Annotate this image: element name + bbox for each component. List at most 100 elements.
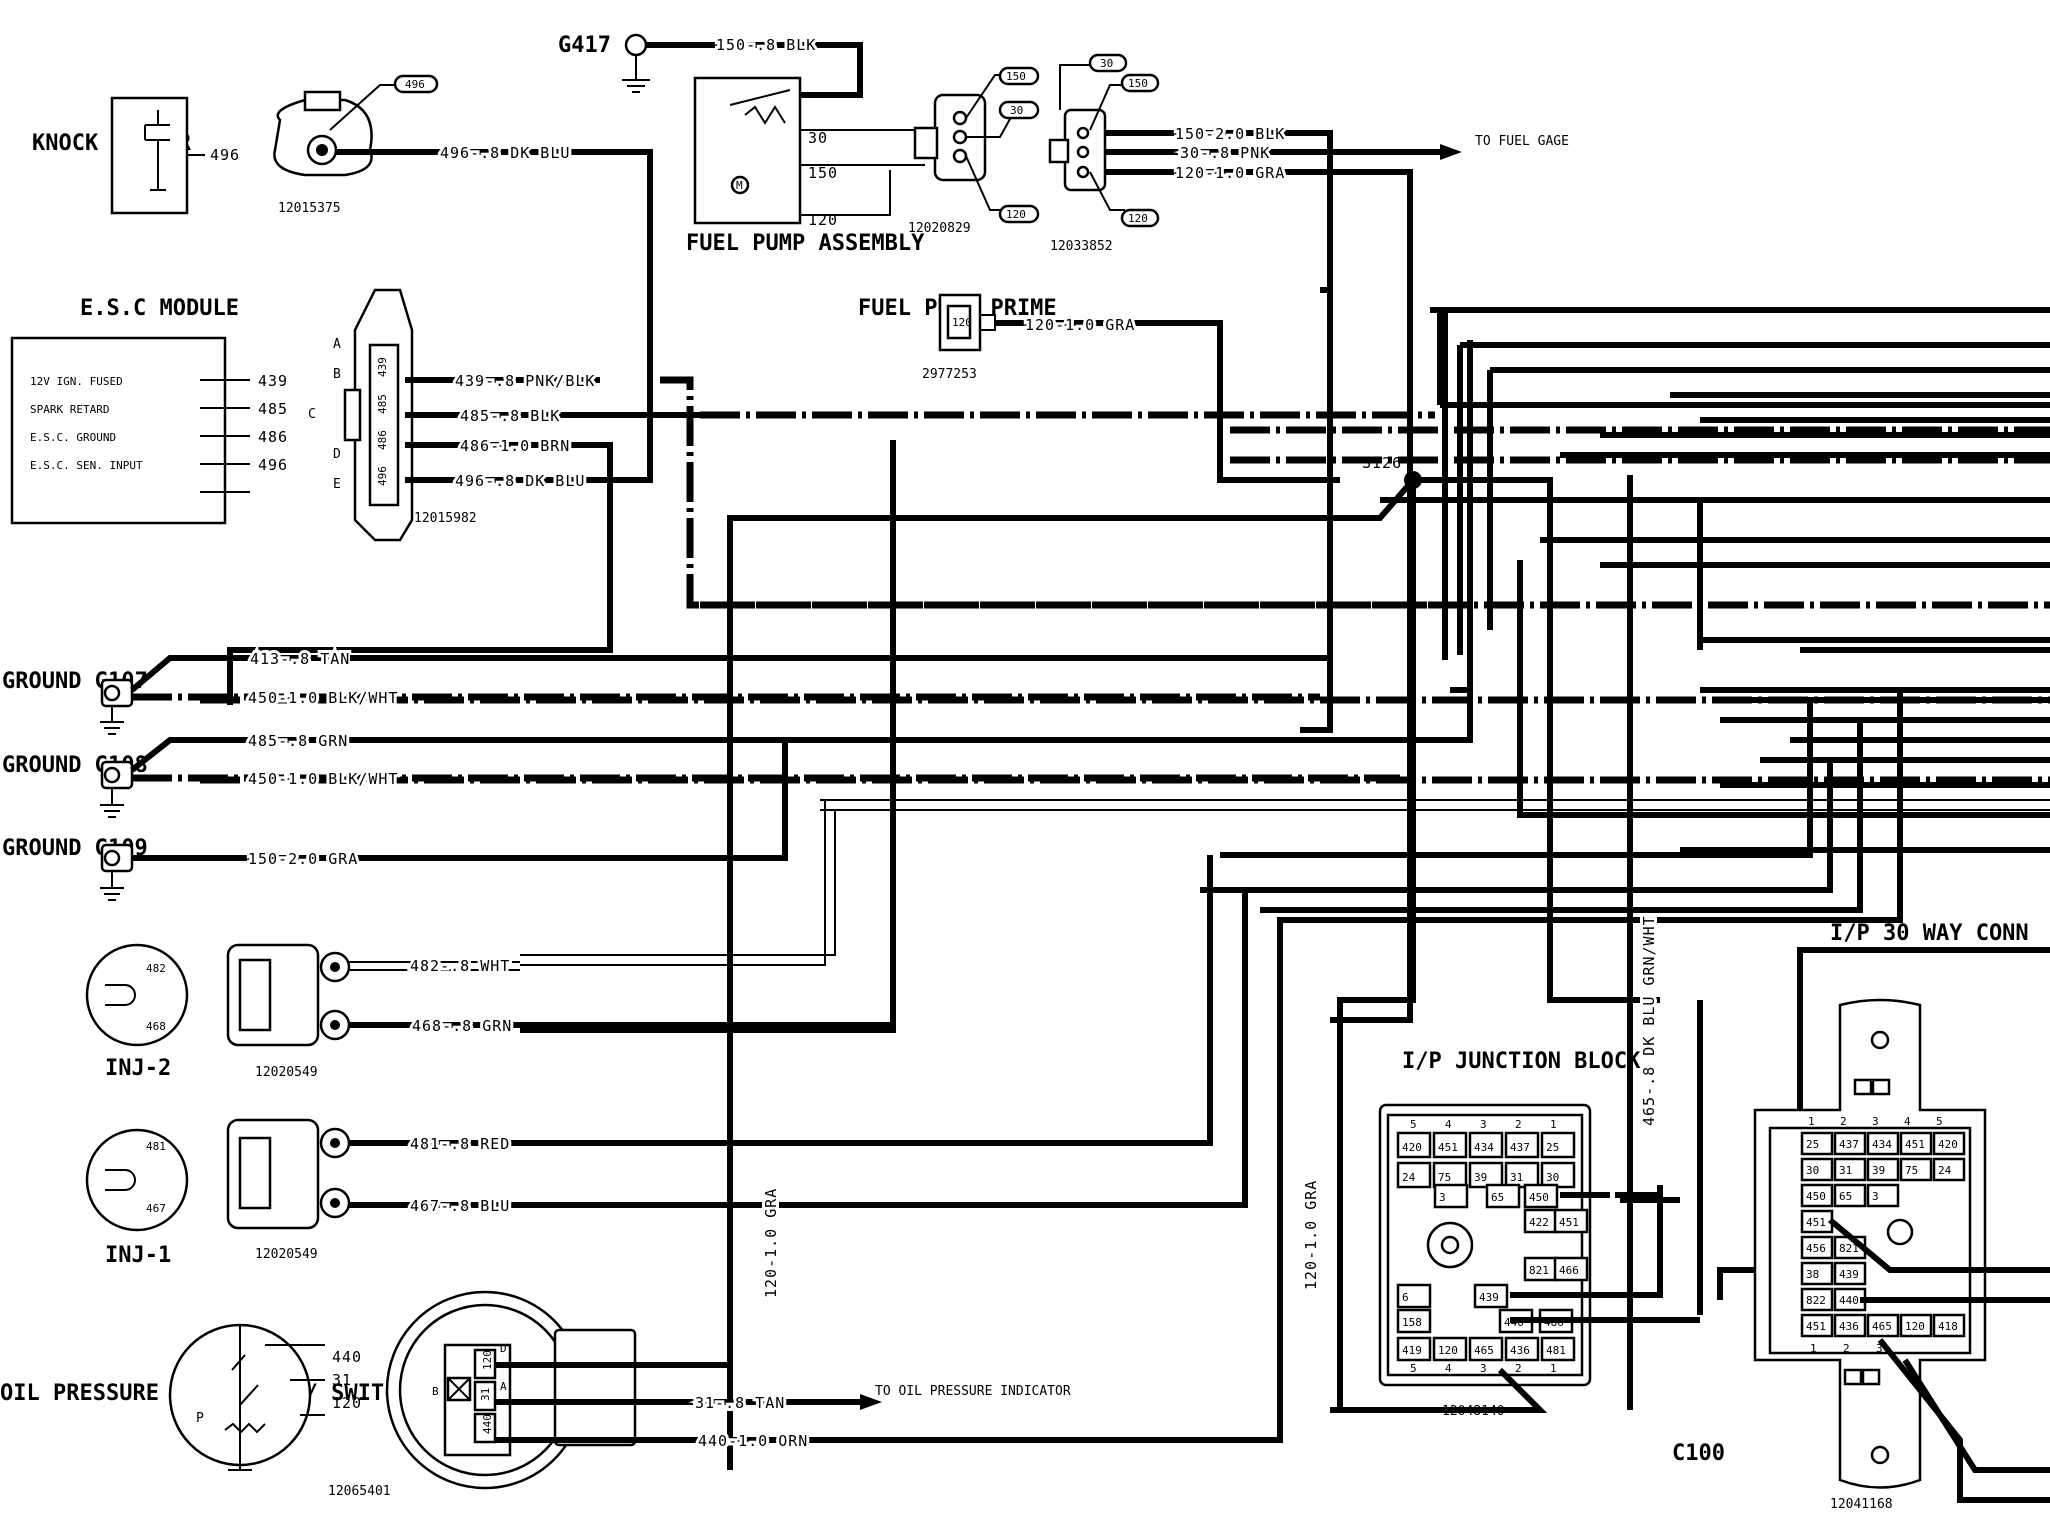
inj1-part: 12020549 bbox=[255, 1247, 318, 1262]
inj2-pin-468: 468 bbox=[146, 1020, 166, 1033]
inj1-pin-481: 481 bbox=[146, 1140, 166, 1153]
junction-cell-439: 439 bbox=[1479, 1291, 1499, 1304]
junction-cell-158: 158 bbox=[1402, 1316, 1422, 1329]
ipconn-cell-39: 39 bbox=[1872, 1164, 1885, 1177]
ipconn-cell-465-box bbox=[1866, 1313, 1900, 1338]
ipconn-cell-75: 75 bbox=[1905, 1164, 1918, 1177]
ipconn-cell-420-box bbox=[1932, 1131, 1966, 1156]
wire-439: 439-.8 PNK/BLK bbox=[455, 372, 595, 390]
junction-bottom-2: 2 bbox=[1515, 1362, 1522, 1375]
knock-conn-part: 12015375 bbox=[278, 201, 341, 216]
pump-pin-120: 120 bbox=[808, 211, 838, 229]
ipconn-cell-3: 3 bbox=[1872, 1190, 1879, 1203]
junction-cell-6-box bbox=[1396, 1283, 1432, 1309]
junction-bottom-5: 5 bbox=[1410, 1362, 1417, 1375]
junction-cell-3: 3 bbox=[1439, 1191, 1446, 1204]
wire-485: 485-.8 BLK bbox=[460, 407, 560, 425]
junction-title: I/P JUNCTION BLOCK bbox=[1402, 1049, 1641, 1074]
junction-cell-24-box bbox=[1396, 1161, 1432, 1189]
ipconn-top-5: 5 bbox=[1936, 1115, 1943, 1128]
pump-pin-150: 150 bbox=[808, 164, 838, 182]
esc-conn-letter-d: D bbox=[333, 447, 341, 462]
junction-cell-65: 65 bbox=[1491, 1191, 1504, 1204]
ipconn-cell-434: 434 bbox=[1872, 1138, 1892, 1151]
ipconn-cell-31: 31 bbox=[1839, 1164, 1852, 1177]
ipconn-part: 12041168 bbox=[1830, 1497, 1893, 1512]
ipconn-cell-25: 25 bbox=[1806, 1138, 1819, 1151]
knock-sensor-pin: 496 bbox=[210, 146, 240, 164]
ground-g108: GROUND G108 485-.8 GRN 450-1.0 BLK/WHT bbox=[2, 555, 1473, 818]
junction-cell-481-box bbox=[1540, 1336, 1576, 1362]
connector-12020829: 150 30 120 12020829 bbox=[908, 66, 1040, 236]
ipconn-cell-465: 465 bbox=[1872, 1320, 1892, 1333]
esc-pin-496: 496 bbox=[258, 456, 288, 474]
wire-30-pnk: 30-.8 PNK bbox=[1180, 144, 1270, 162]
esc-module: E.S.C MODULE 12V IGN. FUSED SPARK RETARD… bbox=[10, 296, 288, 525]
ipconn-cell-822-box bbox=[1800, 1287, 1834, 1312]
esc-row-1: 12V IGN. FUSED bbox=[30, 375, 123, 388]
junction-cell-31-box bbox=[1504, 1161, 1540, 1189]
junction-cell-434: 434 bbox=[1474, 1141, 1494, 1154]
ipconn-cell-418: 418 bbox=[1938, 1320, 1958, 1333]
esc-conn-letter-c: C bbox=[308, 407, 316, 422]
fuel-prime-part: 2977253 bbox=[922, 367, 977, 382]
wire-120-prime: 120-1.0 GRA bbox=[1025, 316, 1135, 334]
fuel-pump-title: FUEL PUMP ASSEMBLY bbox=[686, 231, 925, 256]
oil-conn-part: 12065401 bbox=[328, 1484, 391, 1499]
esc-title: E.S.C MODULE bbox=[80, 296, 239, 321]
c852-pin-150: 150 bbox=[1128, 77, 1148, 90]
esc-row-3: E.S.C. GROUND bbox=[30, 431, 116, 444]
pump-motor-label: M bbox=[736, 179, 743, 192]
injector-2: 482 468 INJ-2 12020549 482-.8 WHT 468-.8… bbox=[85, 943, 893, 1081]
ipconn-cell-3-box bbox=[1866, 1183, 1900, 1208]
junction-cell-24: 24 bbox=[1402, 1171, 1416, 1184]
ipconn-cell-436: 436 bbox=[1839, 1320, 1859, 1333]
ipconn-cell-120: 120 bbox=[1905, 1320, 1925, 1333]
oil-conn-pin-440: 440 bbox=[481, 1414, 494, 1434]
wire-120-gra: 120-1.0 GRA bbox=[1175, 164, 1285, 182]
ipconn-top-3: 3 bbox=[1872, 1115, 1879, 1128]
oil-conn-letter-d: D bbox=[500, 1342, 507, 1355]
junction-cell-481: 481 bbox=[1546, 1344, 1566, 1357]
inj1-pin-467: 467 bbox=[146, 1202, 166, 1215]
esc-pin-439: 439 bbox=[258, 372, 288, 390]
ipconn-cell-451: 451 bbox=[1806, 1320, 1826, 1333]
junction-top-5: 5 bbox=[1410, 1118, 1417, 1131]
junction-cell-419: 419 bbox=[1402, 1344, 1422, 1357]
ipconn-cell-451-box bbox=[1800, 1313, 1834, 1338]
ipconn-bottom-3: 3 bbox=[1876, 1342, 1883, 1355]
junction-cell-25-box bbox=[1540, 1131, 1576, 1159]
junction-cell-821: 821 bbox=[1529, 1264, 1549, 1277]
inj2-part: 12020549 bbox=[255, 1065, 318, 1080]
wire-150-20-blk: 150-2.0 BLK bbox=[1175, 125, 1285, 143]
ipconn-title: I/P 30 WAY CONN bbox=[1830, 921, 2029, 946]
ipconn-cell-120-box bbox=[1899, 1313, 1933, 1338]
wire-468: 468-.8 GRN bbox=[412, 1017, 512, 1035]
junction-cell-437: 437 bbox=[1510, 1141, 1530, 1154]
wire-467: 467-.8 BLU bbox=[410, 1197, 510, 1215]
junction-cell-30: 30 bbox=[1546, 1171, 1559, 1184]
junction-cell-436-box bbox=[1504, 1336, 1540, 1362]
oil-conn-letter-b: B bbox=[432, 1385, 439, 1398]
junction-cell-450-box bbox=[1523, 1183, 1559, 1209]
ipconn-cell-24: 24 bbox=[1938, 1164, 1952, 1177]
wire-482: 482-.8 WHT bbox=[410, 957, 510, 975]
esc-conn-pin-496: 496 bbox=[376, 466, 389, 486]
wire-413: 413-.8 TAN bbox=[250, 650, 350, 668]
oil-conn-pin-31: 31 bbox=[479, 1388, 492, 1401]
connector-12033852: 30 150 120 12033852 150-2.0 BLK 30-.8 PN… bbox=[1048, 53, 1569, 1023]
wire-496-dkblu: 496-.8 DK BLU bbox=[440, 144, 570, 162]
injector-1: 481 467 INJ-1 12020549 481-.8 RED 467-.8… bbox=[85, 855, 1248, 1268]
ipconn-top-1: 1 bbox=[1808, 1115, 1815, 1128]
esc-pin-486: 486 bbox=[258, 428, 288, 446]
junction-cell-450: 450 bbox=[1529, 1191, 1549, 1204]
oil-connector: 120 31 440 D A B 12065401 31-.8 TAN TO O… bbox=[328, 1130, 1283, 1499]
ipconn-cell-451-box bbox=[1899, 1131, 1933, 1156]
wire-31: 31-.8 TAN bbox=[695, 1394, 785, 1412]
vertical-wire-120b: 120-1.0 GRA bbox=[1302, 1180, 1320, 1290]
junction-bottom-3: 3 bbox=[1480, 1362, 1487, 1375]
c852-pin-30: 30 bbox=[1100, 57, 1113, 70]
oil-conn-letter-a: A bbox=[500, 1380, 507, 1393]
